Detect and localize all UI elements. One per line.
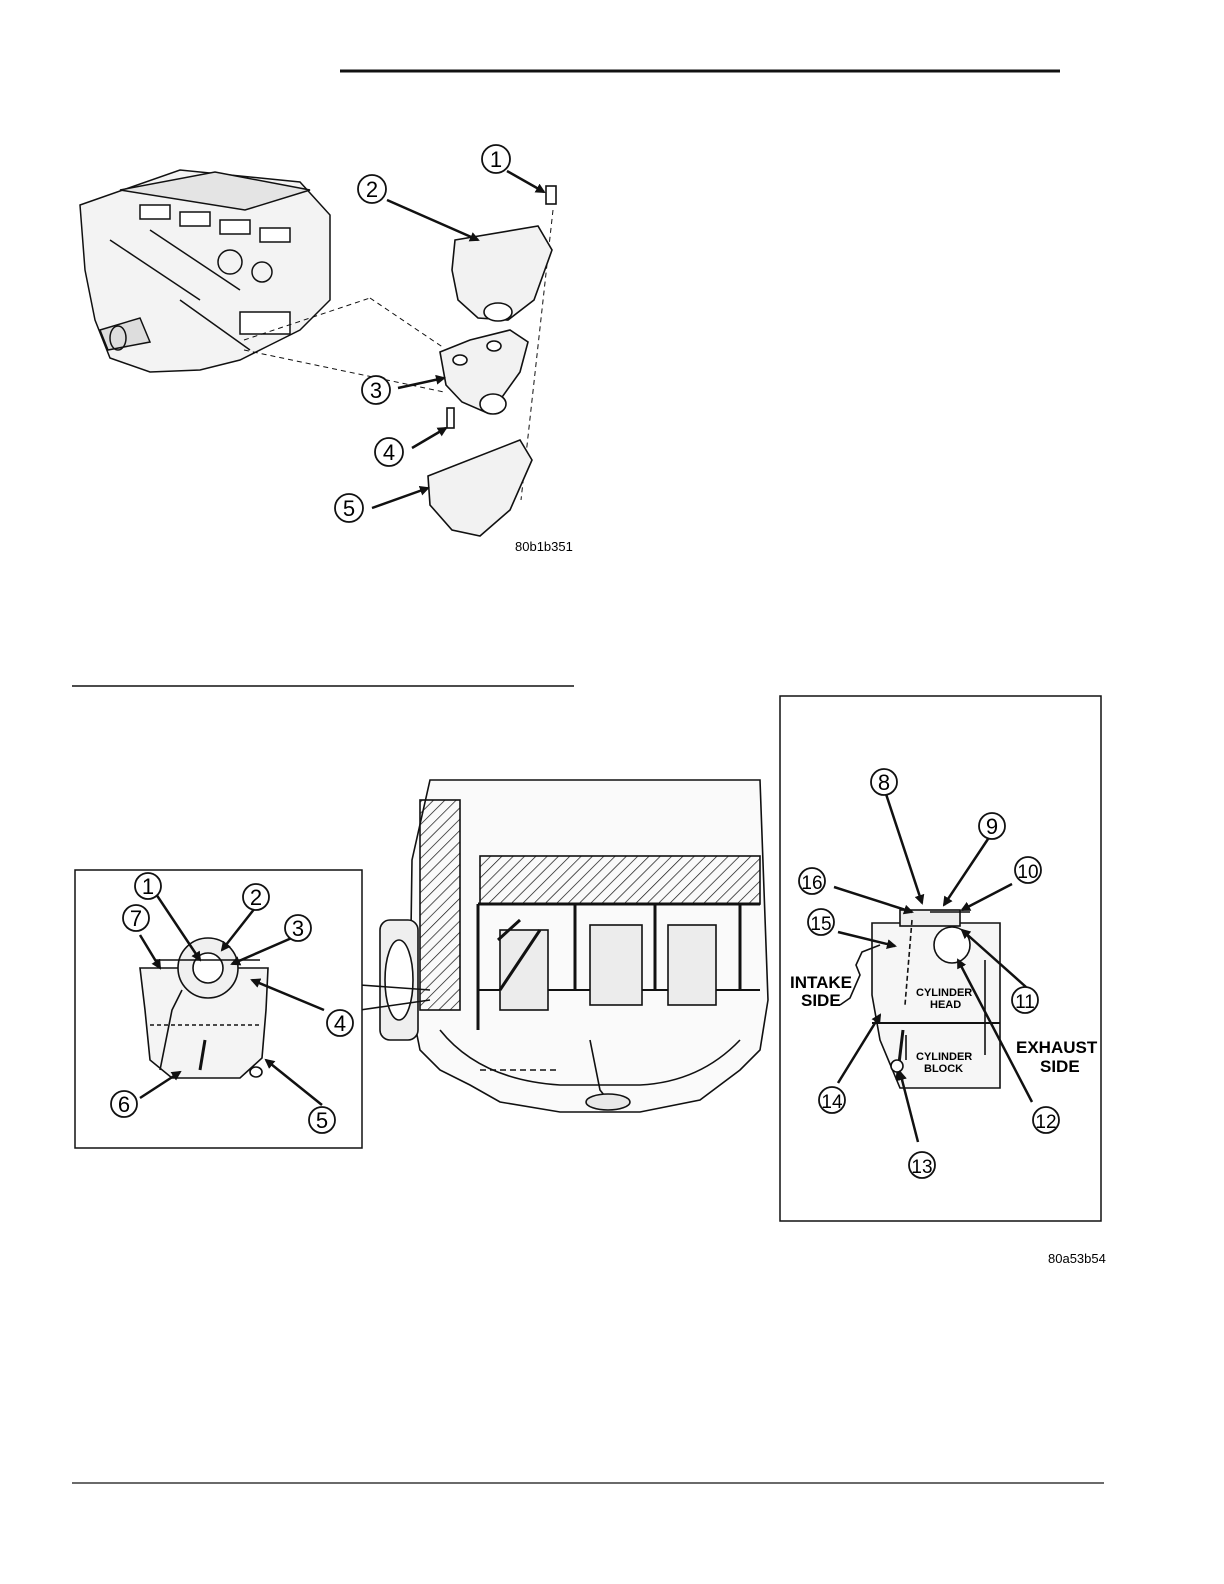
- fig2-callout-14: 14: [821, 1092, 843, 1113]
- fig1-callout-2: 2: [366, 177, 378, 202]
- heat-shield-lower: [428, 440, 532, 536]
- figure1-code: 80b1b351: [515, 539, 573, 554]
- stud: [447, 408, 454, 428]
- fig2-callout-13: 13: [911, 1157, 932, 1178]
- intake-label-line1: INTAKE: [790, 973, 852, 992]
- intake-label-line2: SIDE: [801, 991, 841, 1010]
- cylinder-block-label-line1: CYLINDER: [916, 1051, 972, 1063]
- fig2-callout-12: 12: [1035, 1112, 1056, 1133]
- fig2-callout-9: 9: [986, 814, 998, 839]
- fig2-callout-16: 16: [801, 873, 822, 894]
- fig2-callout-4: 4: [334, 1011, 346, 1036]
- fig2-callout-7: 7: [130, 906, 142, 931]
- fig1-callout-3: 3: [370, 378, 382, 403]
- figure2-engine-cutaway: [360, 780, 768, 1112]
- cylinder-block-label-line2: BLOCK: [924, 1063, 963, 1075]
- figure1-exploded-parts: [428, 186, 556, 536]
- fig1-callout-5: 5: [343, 496, 355, 521]
- cylinder-head-label-line2: HEAD: [930, 999, 961, 1011]
- fig2-callout-1: 1: [142, 874, 154, 899]
- fig2-callout-3: 3: [292, 916, 304, 941]
- fig2-callout-15: 15: [810, 914, 831, 935]
- fig2-callout-8: 8: [878, 770, 890, 795]
- fig2-callout-5: 5: [316, 1108, 328, 1133]
- fig1-callout-1: 1: [490, 147, 502, 172]
- fig2-callout-2: 2: [250, 885, 262, 910]
- fig1-callout-4: 4: [383, 440, 395, 465]
- fig2-callout-10: 10: [1017, 862, 1038, 883]
- exhaust-label-line1: EXHAUST: [1016, 1038, 1098, 1057]
- fig2-callout-11: 11: [1015, 992, 1035, 1013]
- figure1-engine-illustration: [80, 170, 330, 372]
- fig2-callout-6: 6: [118, 1092, 130, 1117]
- bolt-top: [546, 186, 556, 204]
- exhaust-label-line2: SIDE: [1040, 1057, 1080, 1076]
- cylinder-head-label-line1: CYLINDER: [916, 987, 972, 999]
- figure2-code: 80a53b54: [1048, 1251, 1106, 1266]
